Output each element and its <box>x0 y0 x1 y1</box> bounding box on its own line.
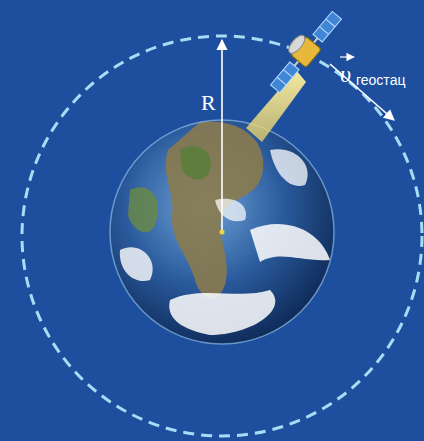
radius-label: R <box>201 92 216 114</box>
orbit <box>22 36 422 436</box>
earth-center <box>220 230 225 235</box>
vector-mark <box>340 56 354 57</box>
velocity-subscript: геостац <box>356 73 405 87</box>
radius-arrow <box>221 40 223 232</box>
velocity-symbol: υ <box>340 62 351 86</box>
satellite <box>262 4 344 95</box>
